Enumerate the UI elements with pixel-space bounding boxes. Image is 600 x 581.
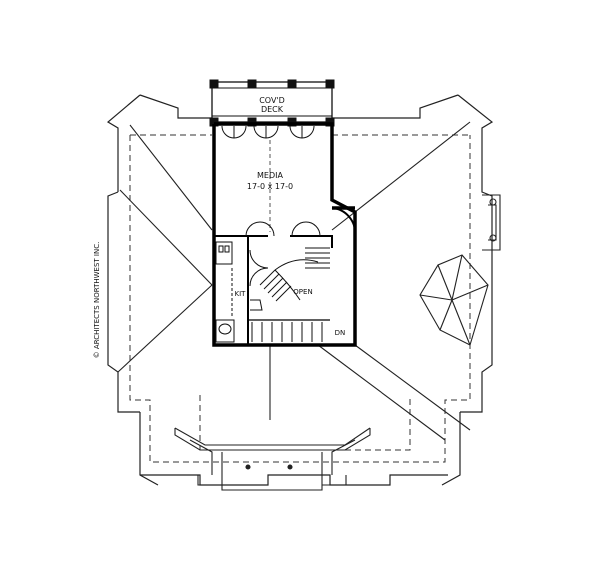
media-room-dimensions: 17-0 x 17-0 bbox=[247, 182, 293, 191]
media-room-label: MEDIA bbox=[257, 171, 283, 180]
deck-label-line2: DECK bbox=[261, 105, 284, 114]
interior-doors bbox=[245, 221, 321, 287]
open-label: OPEN bbox=[293, 288, 312, 296]
french-doors bbox=[221, 125, 315, 139]
down-label: DN bbox=[335, 329, 346, 337]
closet-curve bbox=[331, 206, 357, 236]
interior-walls bbox=[214, 235, 333, 345]
kitchenette bbox=[215, 241, 235, 343]
kitchen-label: KIT bbox=[235, 290, 247, 298]
hip-ridge-lines bbox=[117, 121, 471, 441]
bottom-entry-dormer bbox=[174, 427, 371, 491]
exterior-walls bbox=[212, 122, 357, 347]
right-dormer bbox=[482, 194, 501, 251]
stair bbox=[250, 247, 330, 342]
deck-label-line1: COV'D bbox=[259, 96, 285, 105]
copyright-text: © ARCHITECTS NORTHWEST INC. bbox=[93, 242, 101, 359]
dashed-wall-lines bbox=[129, 134, 471, 463]
roof-outline bbox=[106, 94, 494, 486]
right-tower bbox=[419, 254, 489, 346]
